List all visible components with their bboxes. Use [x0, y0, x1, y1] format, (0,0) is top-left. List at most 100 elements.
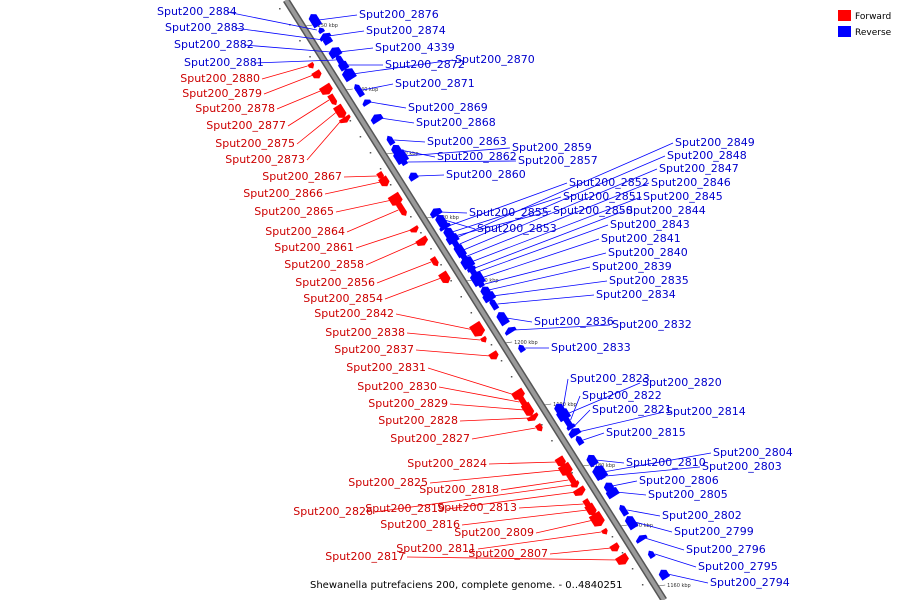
reverse-gene-arrow	[658, 569, 671, 581]
reverse-gene-label: Sput200_2883	[165, 21, 245, 34]
reverse-gene-label: Sput200_2821	[592, 403, 672, 416]
reverse-gene-arrow	[480, 286, 491, 296]
forward-gene-label: Sput200_2819	[365, 502, 445, 515]
forward-label-leader	[488, 461, 558, 465]
reverse-gene-label: Sput200_2872	[385, 58, 465, 71]
reverse-gene-label: Sput200_2840	[608, 246, 688, 259]
forward-gene-arrow	[327, 93, 338, 106]
scale-tick-mark	[658, 584, 666, 587]
forward-gene-label: Sput200_2829	[368, 397, 448, 410]
reverse-gene-label: Sput200_2848	[667, 149, 747, 162]
forward-label-leader	[346, 209, 399, 233]
reverse-label-leader	[481, 238, 600, 279]
forward-gene-arrow	[526, 412, 539, 422]
reverse-gene-arrow	[647, 550, 656, 559]
forward-label-leader	[549, 547, 612, 555]
reverse-label-leader	[455, 142, 674, 239]
reverse-gene-label: Sput200_2847	[659, 162, 739, 175]
forward-gene-label: Sput200_2837	[334, 343, 414, 356]
axis-minor-dot	[641, 584, 644, 586]
reverse-gene-arrow	[318, 27, 326, 35]
forward-gene-arrow	[333, 103, 347, 118]
reverse-gene-label: Sput200_2884	[157, 5, 237, 18]
forward-gene-arrow	[534, 423, 543, 432]
forward-gene-arrow	[429, 256, 439, 267]
reverse-gene-label: Sput200_2846	[651, 176, 731, 189]
reverse-gene-arrow	[386, 135, 396, 146]
forward-gene-label: Sput200_2811	[396, 542, 476, 555]
reverse-label-leader	[444, 219, 476, 230]
reverse-gene-label: Sput200_2815	[606, 426, 686, 439]
reverse-gene-label: Sput200_2836	[534, 315, 614, 328]
forward-gene-arrow	[307, 61, 315, 69]
reverse-gene-label: Sput200_2833	[551, 341, 631, 354]
forward-gene-label: Sput200_2830	[357, 380, 437, 393]
forward-gene-arrow	[311, 69, 322, 79]
reverse-gene-arrow	[362, 99, 372, 107]
reverse-gene-arrow	[370, 113, 384, 125]
reverse-gene-label: Sput200_2802	[662, 509, 742, 522]
forward-gene-label: Sput200_2864	[265, 225, 345, 238]
reverse-gene-arrow	[603, 482, 615, 492]
reverse-label-leader	[595, 459, 625, 464]
reverse-gene-label: Sput200_4339	[375, 41, 455, 54]
legend-swatch-forward	[838, 10, 851, 21]
reverse-gene-arrow	[482, 291, 497, 304]
forward-gene-arrow	[609, 542, 620, 552]
reverse-gene-arrow	[624, 516, 639, 531]
reverse-gene-label: Sput200_2796	[686, 543, 766, 556]
forward-gene-label: Sput200_2807	[468, 547, 548, 560]
forward-gene-label: Sput200_2879	[182, 87, 262, 100]
reverse-gene-arrow	[460, 256, 476, 271]
reverse-gene-label: Sput200_2869	[408, 101, 488, 114]
reverse-gene-label: Sput200_2810	[626, 456, 706, 469]
forward-label-leader	[518, 503, 584, 509]
reverse-gene-label: Sput200_2863	[427, 135, 507, 148]
forward-gene-arrow	[396, 202, 407, 216]
reverse-gene-label: Sput200_2852	[569, 176, 649, 189]
reverse-label-leader	[667, 573, 709, 584]
reverse-label-leader	[654, 553, 697, 568]
reverse-label-leader	[484, 252, 607, 285]
scale-tick-label: 1180 kbp	[592, 463, 616, 469]
reverse-gene-label: Sput200_2834	[596, 288, 676, 301]
reverse-gene-label: Sput200_2853	[477, 222, 557, 235]
scale-tick-label: 1230 kbp	[395, 151, 419, 157]
reverse-label-leader	[615, 491, 647, 496]
reverse-gene-arrow	[599, 473, 607, 481]
reverse-label-leader	[570, 395, 581, 421]
forward-label-leader	[306, 119, 342, 161]
reverse-gene-label: Sput200_2860	[446, 168, 526, 181]
forward-gene-arrow	[554, 455, 566, 467]
scale-tick-label: 1210 kbp	[475, 278, 499, 284]
reverse-gene-label: Sput200_2844	[626, 204, 706, 217]
reverse-gene-label: Sput200_2882	[174, 38, 254, 51]
reverse-label-leader	[497, 294, 595, 305]
reverse-label-leader	[362, 83, 394, 91]
reverse-label-leader	[474, 210, 625, 269]
reverse-label-leader	[644, 537, 685, 551]
reverse-gene-arrow	[568, 427, 582, 439]
forward-gene-arrow	[584, 502, 597, 516]
reverse-gene-arrow	[635, 534, 648, 544]
forward-gene-arrow	[376, 171, 384, 180]
reverse-label-leader	[470, 196, 642, 263]
axis-minor-dot	[460, 296, 462, 298]
reverse-gene-arrow	[435, 214, 448, 228]
reverse-label-leader	[634, 521, 673, 533]
axis-minor-dot	[299, 40, 301, 42]
axis-minor-dot	[309, 56, 311, 58]
reverse-gene-label: Sput200_2803	[702, 460, 782, 473]
forward-gene-label: Sput200_2827	[390, 432, 470, 445]
reverse-gene-arrow	[478, 281, 486, 289]
forward-label-leader	[263, 74, 314, 95]
reverse-label-leader	[408, 160, 517, 163]
reverse-gene-label: Sput200_2850	[553, 204, 633, 217]
axis-minor-dot	[279, 8, 281, 10]
reverse-gene-arrow	[331, 48, 340, 57]
forward-label-leader	[535, 519, 594, 534]
reverse-gene-label: Sput200_2805	[648, 488, 728, 501]
reverse-gene-arrow	[518, 344, 526, 353]
reverse-label-leader	[459, 155, 666, 245]
